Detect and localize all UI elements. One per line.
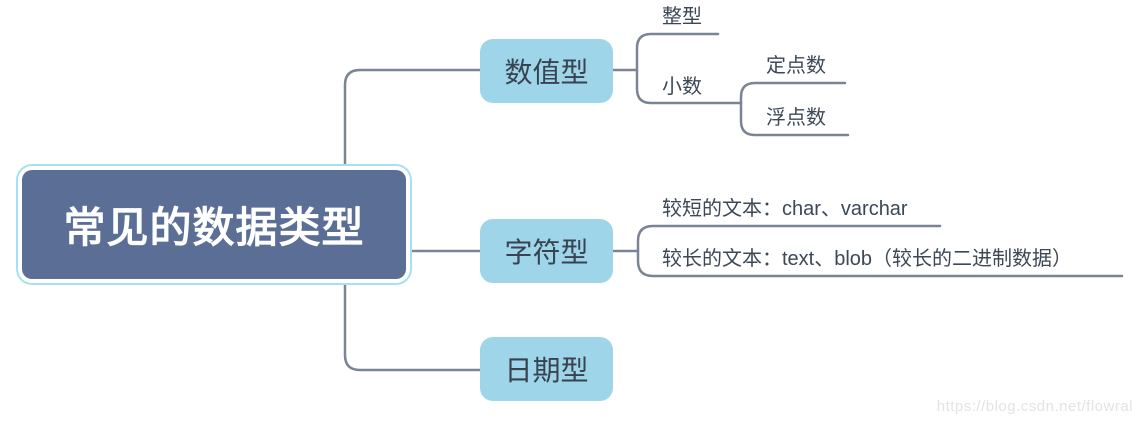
connector-root-to-numeric xyxy=(343,68,482,187)
leaf-decimal[interactable]: 小数 xyxy=(662,76,702,98)
root-node[interactable]: 常见的数据类型 xyxy=(22,170,406,279)
watermark: https://blog.csdn.net/flowral xyxy=(936,398,1133,415)
connector-char-children xyxy=(636,224,1124,278)
branch-numeric[interactable]: 数值型 xyxy=(480,39,613,103)
leaf-integer[interactable]: 整型 xyxy=(662,6,702,28)
leaf-short-text[interactable]: 较短的文本：char、varchar xyxy=(662,198,908,220)
branch-char-label: 字符型 xyxy=(504,237,589,268)
root-node-label: 常见的数据类型 xyxy=(63,204,365,251)
leaf-floating-point[interactable]: 浮点数 xyxy=(766,107,826,129)
connector-numeric-children xyxy=(635,32,743,105)
leaf-fixed-point[interactable]: 定点数 xyxy=(766,55,826,77)
leaf-long-text[interactable]: 较长的文本：text、blob（较长的二进制数据） xyxy=(662,248,1073,270)
branch-date[interactable]: 日期型 xyxy=(480,337,613,401)
branch-char[interactable]: 字符型 xyxy=(480,219,613,283)
connector-root-to-date xyxy=(343,263,482,372)
branch-date-label: 日期型 xyxy=(504,355,589,386)
branch-numeric-label: 数值型 xyxy=(504,57,589,88)
connector-decimal-children xyxy=(739,81,850,137)
